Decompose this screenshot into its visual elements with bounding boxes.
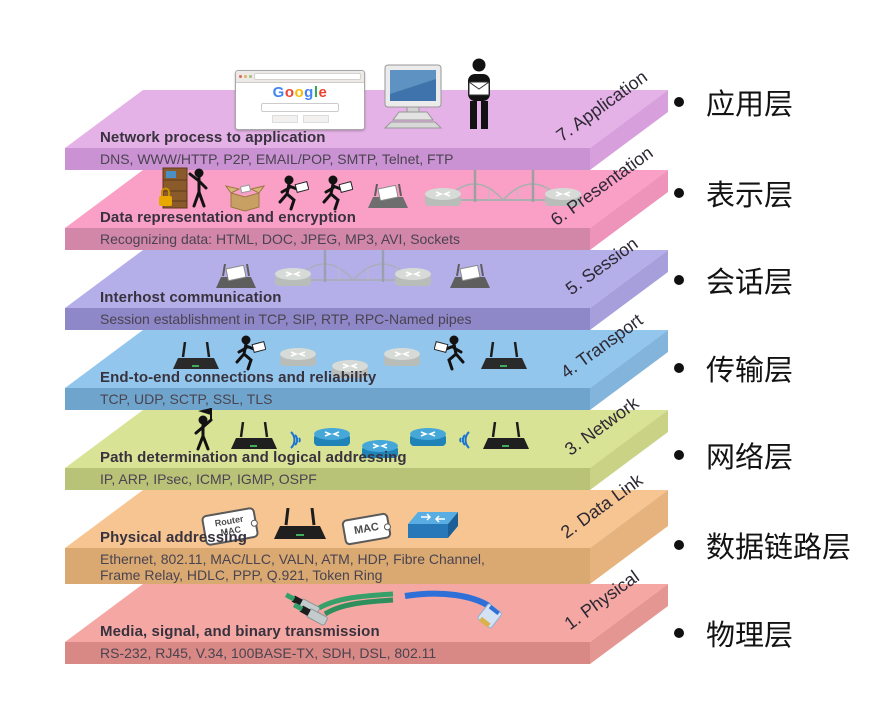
open-box-icon — [225, 184, 265, 212]
router-cylinder-gray-icon — [332, 360, 368, 378]
mac-tag-icon: MAC — [341, 512, 392, 546]
legend-item-presentation: 表示层 — [674, 173, 793, 213]
router-cylinder-blue-icon — [410, 428, 446, 446]
layer-protocols: DNS, WWW/HTTP, P2P, EMAIL/POP, SMTP, Tel… — [100, 151, 454, 167]
legend-label: 表示层 — [706, 178, 794, 212]
osi-layer-presentation: Data representation and encryption Recog… — [65, 142, 677, 250]
layer-side-face — [590, 584, 668, 664]
layer-top-face — [65, 90, 668, 148]
legend-label: 应用层 — [706, 87, 794, 121]
bridge-link-icon — [275, 250, 431, 286]
layer-front-face — [65, 388, 590, 410]
layer-side-face — [590, 90, 668, 170]
bullet-icon — [674, 363, 684, 373]
wifi-waves-icon — [290, 431, 301, 449]
legend-label: 网络层 — [706, 440, 794, 474]
layer-side-face — [590, 490, 668, 584]
layer-protocols: Session establishment in TCP, SIP, RTP, … — [100, 311, 472, 327]
layer-heading: Path determination and logical addressin… — [100, 449, 407, 466]
bullet-icon — [674, 275, 684, 285]
legend-item-application: 应用层 — [674, 82, 793, 122]
wifi-router-icon — [483, 422, 529, 449]
layer-protocols: TCP, UDP, SCTP, SSL, TLS — [100, 391, 273, 407]
bullet-icon — [674, 97, 684, 107]
google-logo: Google — [272, 84, 328, 101]
layer-protocols: IP, ARP, IPsec, ICMP, IGMP, OSPF — [100, 471, 317, 487]
layer-heading: Physical addressing — [100, 529, 247, 546]
legend-label: 数据链路层 — [706, 530, 852, 564]
legend-item-session: 会话层 — [674, 260, 793, 300]
layer-front-face — [65, 308, 590, 330]
layer-heading: Data representation and encryption — [100, 209, 356, 226]
bullet-icon — [674, 188, 684, 198]
network-switch-icon — [408, 512, 459, 538]
router-envelope-icon — [216, 263, 256, 288]
router-cylinder-blue-icon — [314, 428, 350, 446]
fiber-cable-icon — [284, 591, 394, 626]
router-cylinder-blue-icon — [362, 440, 398, 458]
osi-layer-network: Path determination and logical addressin… — [65, 393, 677, 490]
bullet-icon — [674, 540, 684, 550]
layer-front-face — [65, 228, 590, 250]
browser-toolbar — [236, 71, 364, 83]
layer-front-face — [65, 468, 590, 490]
layer-front-face — [65, 548, 590, 584]
browser-google-icon: Google — [235, 70, 365, 130]
router-cylinder-gray-icon — [384, 348, 420, 366]
legend-label: 传输层 — [706, 353, 794, 387]
running-person-icon — [235, 335, 266, 371]
layer-side-face — [590, 330, 668, 410]
layer-side-face — [590, 410, 668, 490]
layer-protocols: Ethernet, 802.11, MAC/LLC, VALN, ATM, HD… — [100, 551, 485, 583]
google-search-box — [261, 103, 339, 112]
router-cylinder-gray-icon — [280, 348, 316, 366]
ethernet-cable-icon — [404, 590, 502, 629]
layer-top-face — [65, 170, 668, 228]
running-person-icon — [322, 175, 353, 211]
osi-layer-physical: Media, signal, and binary transmission R… — [65, 566, 677, 664]
legend-item-data-link: 数据链路层 — [674, 525, 851, 565]
wifi-router-icon — [231, 422, 277, 449]
running-person-icon — [434, 335, 465, 371]
desktop-computer-icon — [383, 64, 443, 129]
osi-layer-session: Interhost communication Session establis… — [65, 233, 677, 330]
layer-protocols: RS-232, RJ45, V.34, 100BASE-TX, SDH, DSL… — [100, 645, 437, 661]
osi-layer-application: Google Network process to appl — [65, 58, 677, 170]
layer-heading: End-to-end connections and reliability — [100, 369, 377, 386]
layer-top-face — [65, 584, 668, 642]
layer-front-face — [65, 642, 590, 664]
osi-layer-data-link: Router MAC MAC Physical addressing Ether… — [65, 470, 677, 584]
locked-cabinet-icon — [159, 167, 208, 209]
bridge-link-icon — [425, 170, 581, 206]
bullet-icon — [674, 628, 684, 638]
layer-top-face — [65, 330, 668, 388]
wifi-router-icon — [173, 342, 219, 369]
legend-label: 物理层 — [706, 618, 794, 652]
layer-side-face — [590, 250, 668, 330]
person-envelope-icon — [468, 58, 490, 129]
bullet-icon — [674, 450, 684, 460]
legend-label: 会话层 — [706, 265, 794, 299]
legend-item-network: 网络层 — [674, 435, 793, 475]
flag-person-icon — [194, 408, 213, 451]
layer-protocols: Recognizing data: HTML, DOC, JPEG, MP3, … — [100, 231, 460, 247]
legend-item-physical: 物理层 — [674, 613, 793, 653]
running-person-icon — [278, 175, 309, 211]
osi-layer-transport: End-to-end connections and reliability T… — [65, 310, 677, 410]
layer-front-face — [65, 148, 590, 170]
wifi-router-icon — [481, 342, 527, 369]
layer-heading: Interhost communication — [100, 289, 282, 306]
router-envelope-icon — [450, 263, 490, 288]
wifi-waves-icon — [459, 431, 470, 449]
layer-heading: Media, signal, and binary transmission — [100, 623, 380, 640]
layer-side-face — [590, 170, 668, 250]
router-envelope-icon — [368, 183, 408, 208]
legend-item-transport: 传输层 — [674, 348, 793, 388]
layer-heading: Network process to application — [100, 129, 326, 146]
wifi-router-icon — [274, 508, 326, 539]
